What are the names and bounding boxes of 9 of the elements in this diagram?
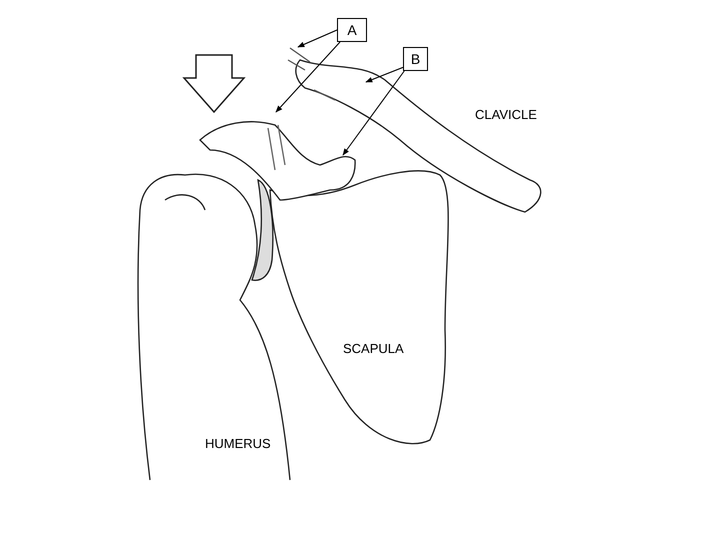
callout-box: B xyxy=(403,47,428,71)
leader-line xyxy=(297,30,338,48)
part-label: CLAVICLE xyxy=(475,107,537,122)
callout-box: A xyxy=(337,18,367,42)
leader-line xyxy=(365,66,404,82)
leader-line xyxy=(342,70,405,156)
part-label: HUMERUS xyxy=(205,436,271,451)
part-label: SCAPULA xyxy=(343,341,404,356)
leader-line xyxy=(276,42,340,113)
